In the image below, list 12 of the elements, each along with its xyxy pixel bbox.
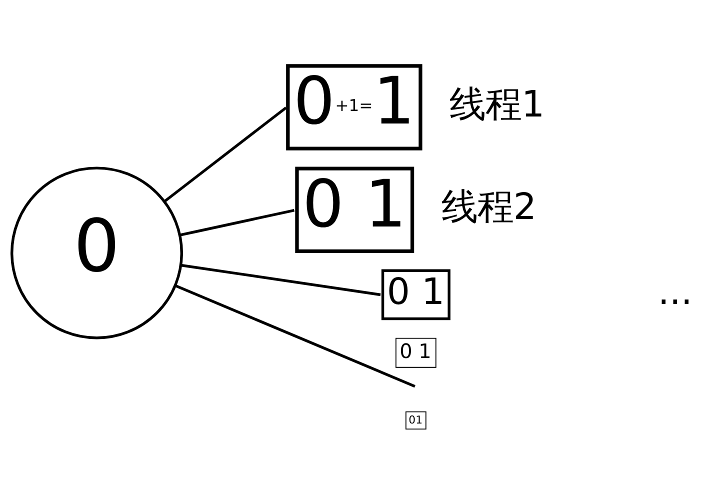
node-circle: 0 <box>10 166 184 340</box>
node-label: 线程2 <box>441 184 536 228</box>
node-box: 0 1 <box>381 269 450 320</box>
node-box: 0 1 <box>396 338 436 368</box>
node-box: 01 <box>405 411 426 430</box>
node-box: 0 1 <box>295 166 414 253</box>
connector <box>180 264 381 296</box>
node-label: 线程1 <box>450 82 545 126</box>
connector <box>174 284 416 388</box>
connector <box>180 208 295 236</box>
connector <box>164 106 287 203</box>
label: ... <box>658 270 692 313</box>
